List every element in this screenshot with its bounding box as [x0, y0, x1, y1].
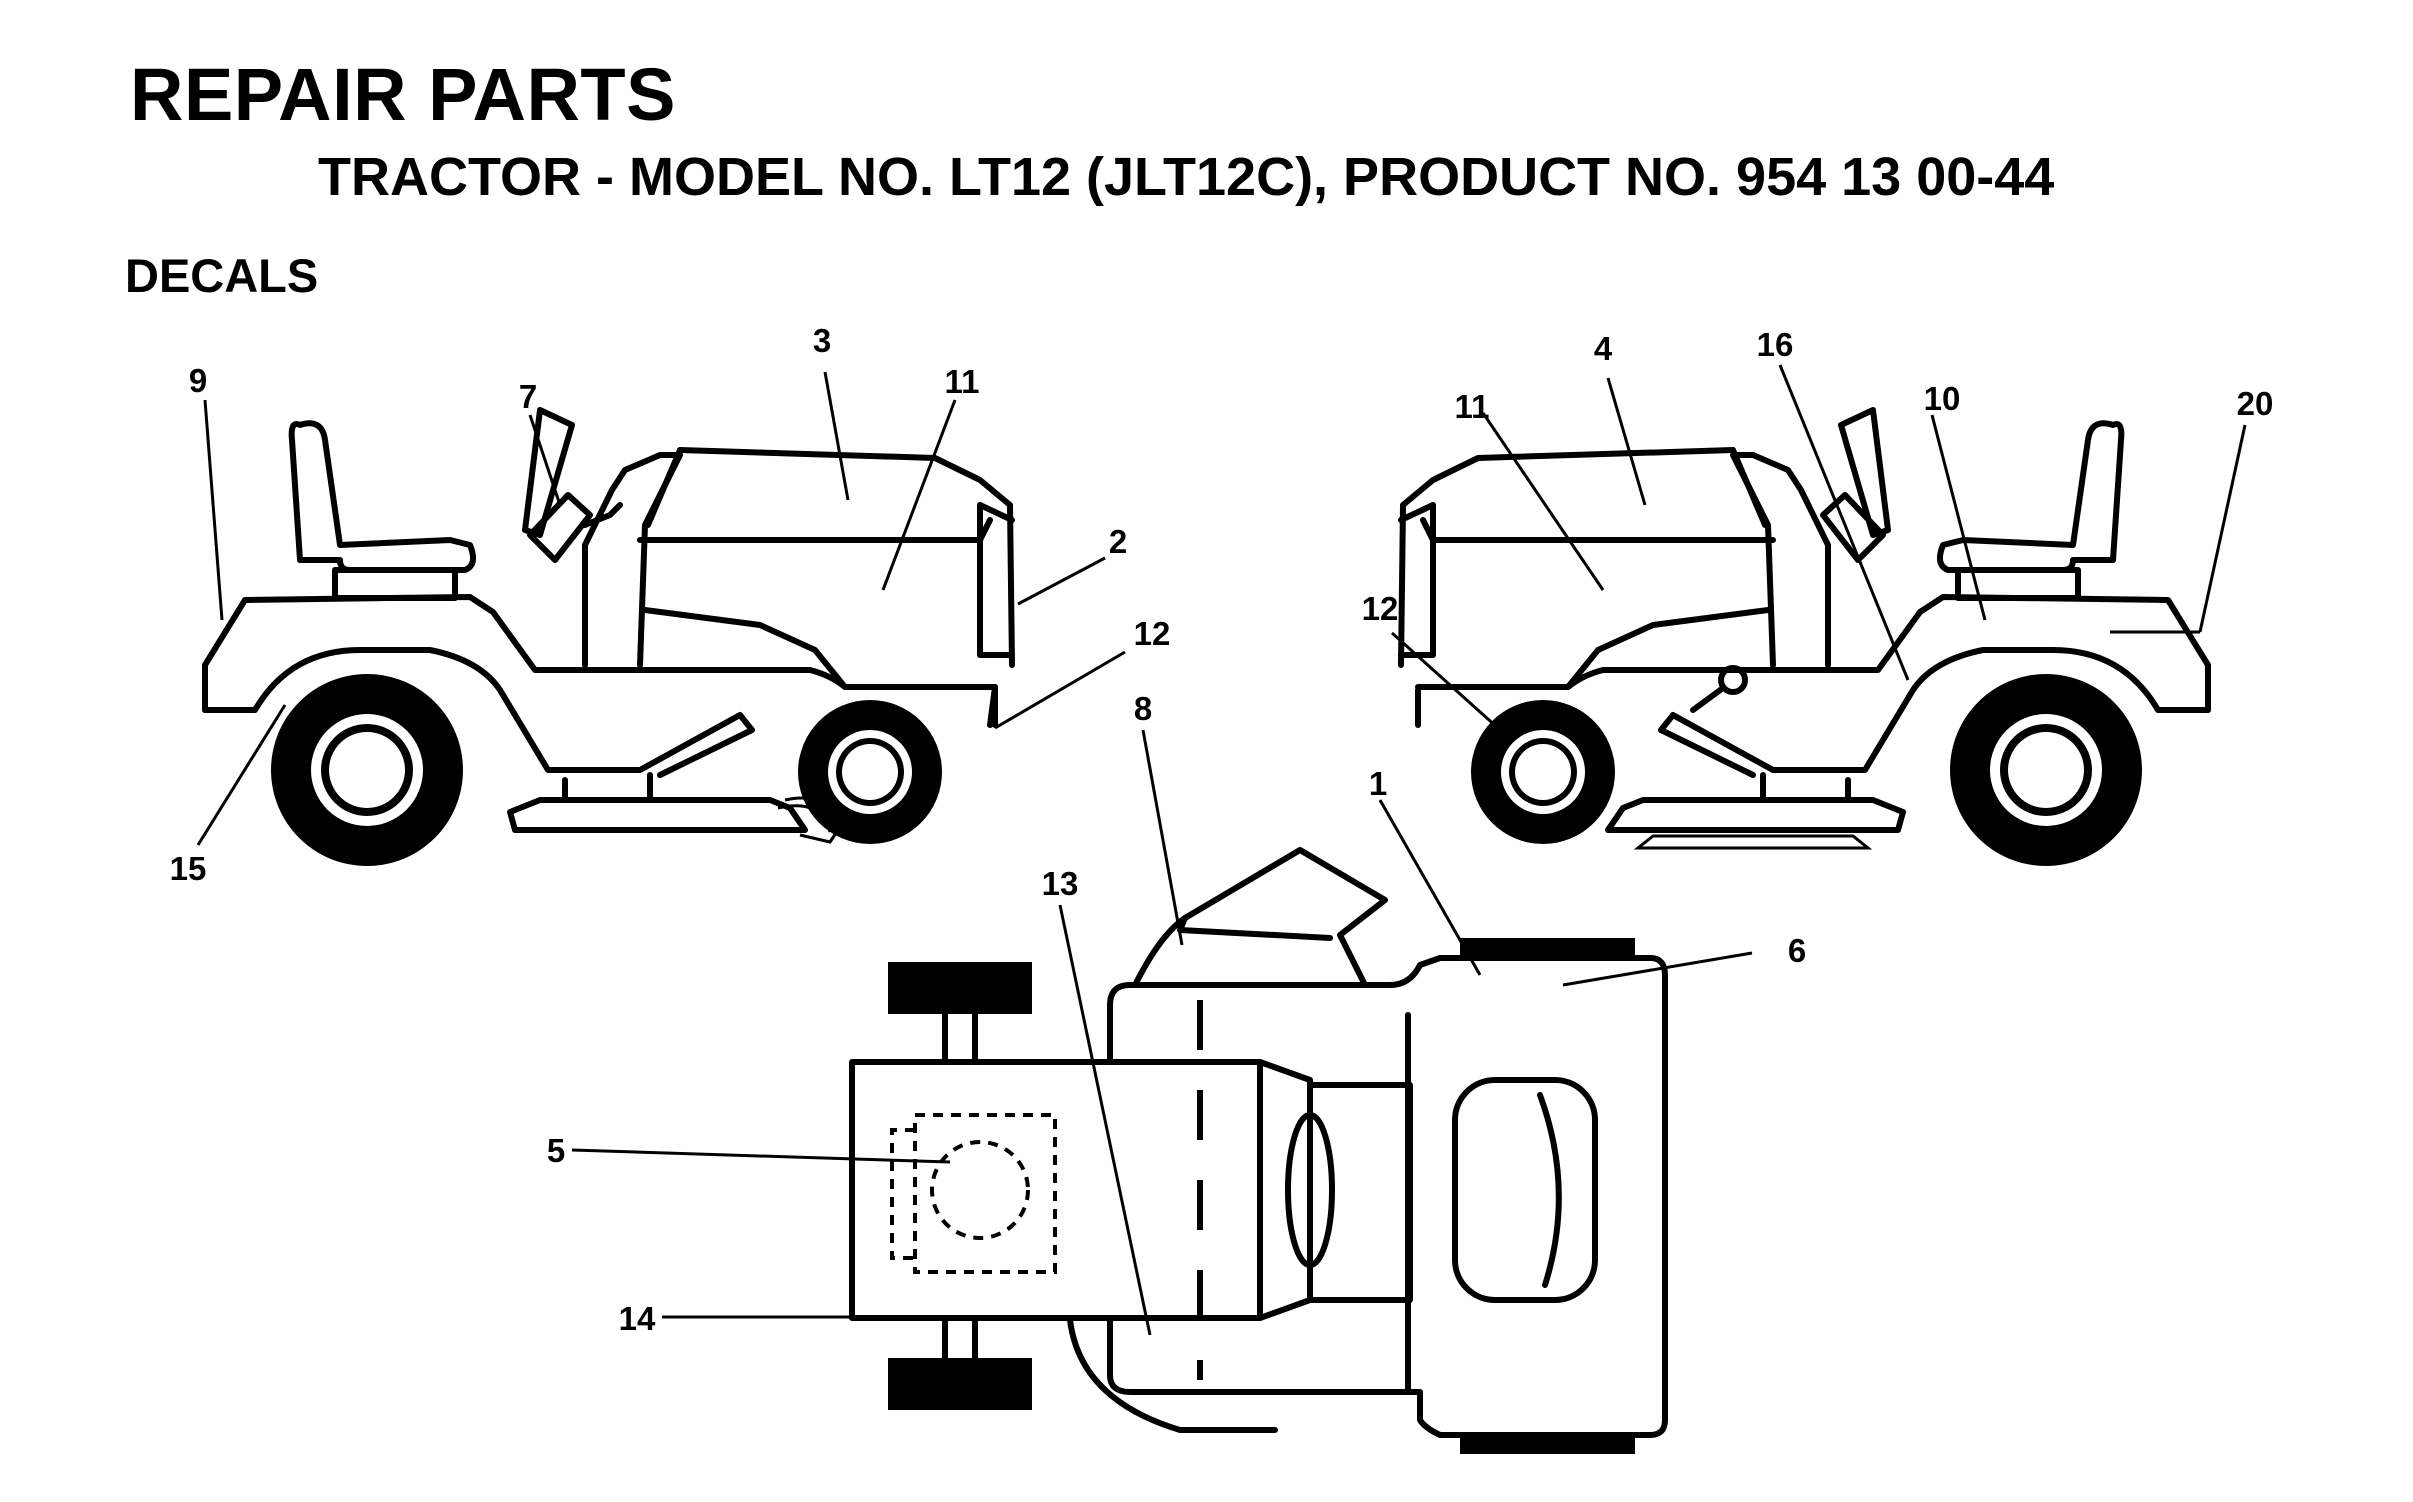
- tractor-left-side-view: [202, 407, 1015, 866]
- callout-12-right: 12: [1362, 590, 1399, 627]
- page-title: REPAIR PARTS: [130, 53, 676, 136]
- callout-labels: 9 7 3 11 2 12 15 4 16 11 10 20 12 8 1 6 …: [170, 322, 2274, 1337]
- callout-12-left: 12: [1134, 615, 1171, 652]
- callout-13-top: 13: [1042, 865, 1079, 902]
- callout-4-right: 4: [1594, 330, 1613, 367]
- tractor-right-side-view: [1398, 407, 2211, 866]
- tractor-top-view: [849, 847, 1668, 1454]
- callout-9-left: 9: [189, 362, 207, 399]
- page-subtitle: TRACTOR - MODEL NO. LT12 (JLT12C), PRODU…: [318, 147, 2055, 207]
- section-heading: DECALS: [125, 249, 319, 302]
- callout-8-top: 8: [1134, 690, 1152, 727]
- callout-14-top: 14: [619, 1300, 656, 1337]
- callout-1-top: 1: [1369, 765, 1387, 802]
- callout-5-top: 5: [547, 1132, 565, 1169]
- callout-10-right: 10: [1924, 380, 1961, 417]
- callout-11-right: 11: [1455, 388, 1490, 425]
- callout-3-left: 3: [813, 322, 831, 359]
- callout-2-left: 2: [1109, 523, 1127, 560]
- callout-15-left: 15: [170, 850, 207, 887]
- callout-7-left: 7: [519, 378, 537, 415]
- callout-6-top: 6: [1788, 932, 1806, 969]
- callout-20-right: 20: [2237, 385, 2274, 422]
- callout-leaders: [196, 364, 2247, 1336]
- callout-11-left: 11: [945, 363, 980, 400]
- callout-16-right: 16: [1757, 326, 1794, 363]
